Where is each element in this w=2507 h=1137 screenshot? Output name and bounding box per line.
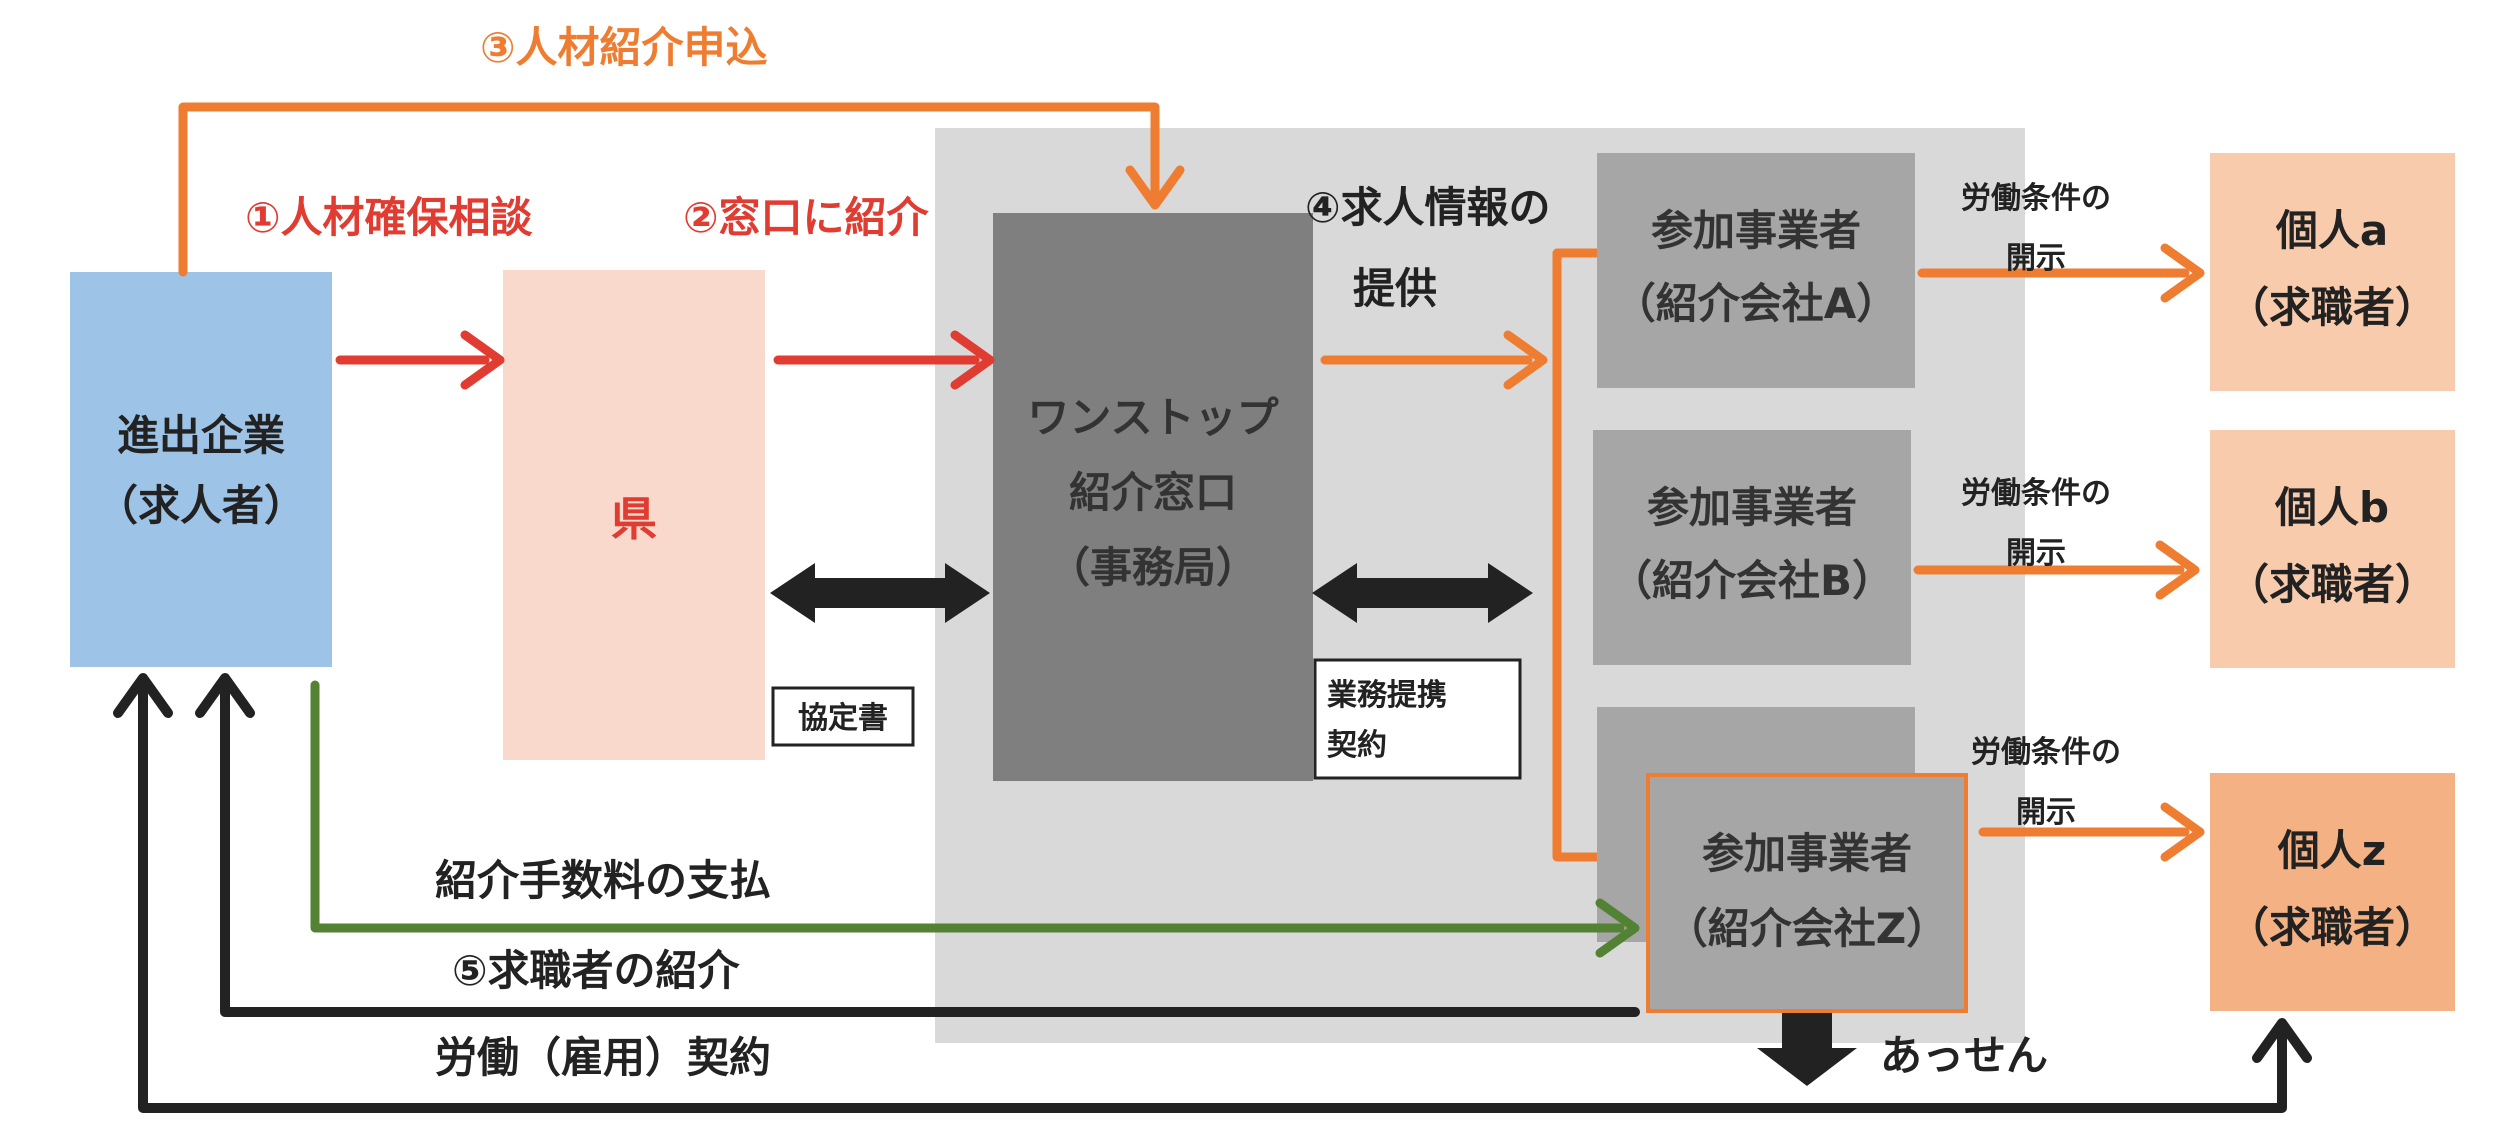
onestop-line2: 紹介窓口 [1069,468,1237,517]
member-bracket [1552,248,1597,862]
fee-payment-arrow [310,680,1640,958]
mediation-label: あっせん [1880,1031,2048,1080]
person-z-role: （求職者） [2227,903,2437,952]
employer-role: （求人者） [96,481,306,530]
agreement-label: 協定書 [798,701,888,736]
disclosure-z-line2: 開示 [2016,795,2076,830]
disclosure-z-line1: 労働条件の [1971,735,2121,770]
disclosure-a-line2: 開示 [2006,241,2066,276]
disclosure-b-line2: 開示 [2006,536,2066,571]
fee-payment-label: 紹介手数料の支払 [435,856,771,905]
mediation-arrow [1757,1013,1857,1086]
member-z-box [1646,773,1968,1013]
member-b-line2: （紹介会社B） [1610,556,1894,605]
candidate-referral-arrow [195,673,1640,1017]
disclosure-b-line1: 労働条件の [1961,476,2111,511]
disclosure-arrow-z [1978,802,2205,862]
partnership-label-box [1313,658,1522,780]
step3-label: ③人材紹介申込 [480,23,768,72]
member-a-line1: 参加事業者 [1651,206,1861,255]
member-a-line2: （紹介会社A） [1614,279,1899,328]
onestop-line1: ワンストップ [1027,393,1278,442]
partnership-label-line2: 契約 [1327,728,1387,763]
onestop-box [993,213,1313,781]
member-b-line1: 参加事業者 [1647,483,1857,532]
step2-label: ②窓口に紹介 [683,193,930,242]
step1-arrow [335,330,505,390]
step4-arrow [1320,330,1548,390]
onestop-line3: （事務局） [1048,543,1258,592]
step3-arrow [178,102,1185,277]
person-a-box [2210,153,2455,391]
step4-label-line2: 提供 [1353,264,1437,313]
labor-contract-arrow [113,673,2312,1113]
step1-label: ①人材確保相談 [245,193,533,242]
step4-label-line1: ④求人情報の [1305,183,1551,232]
person-b-box [2210,430,2455,668]
member-a-box [1597,153,1915,388]
member-b-box [1593,430,1911,665]
disclosure-arrow-b [1913,540,2200,600]
agreement-label-box [771,686,915,747]
person-z-box [2210,773,2455,1011]
prefecture-label: 県 [611,492,657,546]
partnership-double-arrow [1312,563,1533,623]
disclosure-arrow-a [1917,243,2205,303]
employer-name: 進出企業 [117,411,285,460]
person-z-name: 個人z [2277,826,2386,875]
agreement-double-arrow [770,563,990,623]
employer-box [70,272,332,667]
labor-contract-label: 労働（雇用）契約 [435,1033,771,1082]
prefecture-box [503,270,765,760]
member-z-line2: （紹介会社Z） [1666,904,1948,953]
disclosure-a-line1: 労働条件の [1961,181,2111,216]
person-b-role: （求職者） [2227,560,2437,609]
step2-arrow [773,330,995,390]
person-b-name: 個人b [2274,483,2389,532]
person-a-name: 個人a [2275,206,2388,255]
person-a-role: （求職者） [2227,283,2437,332]
step5-label: ⑤求職者の紹介 [452,946,741,995]
partnership-label-line1: 業務提携 [1327,678,1447,713]
member-z-line1: 参加事業者 [1702,829,1912,878]
